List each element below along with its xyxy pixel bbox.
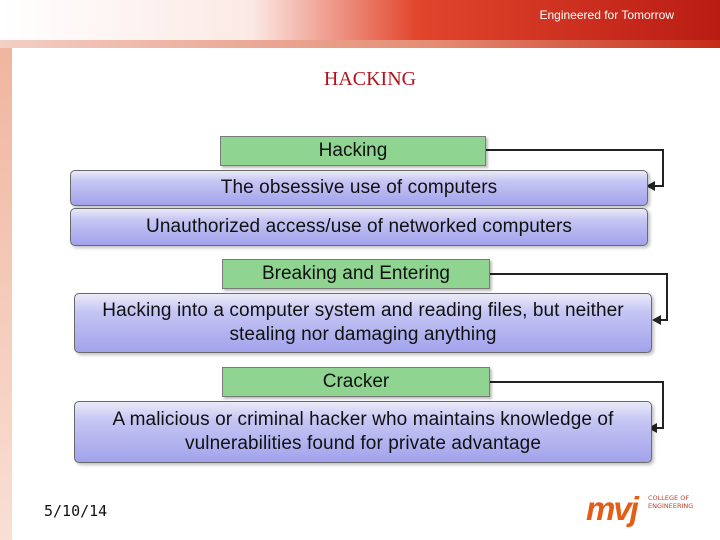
definition-breaking-and-entering: Hacking into a computer system and readi… bbox=[74, 293, 652, 353]
arrowhead-breaking bbox=[652, 315, 661, 325]
definition-unauthorized-access: Unauthorized access/use of networked com… bbox=[70, 208, 648, 246]
definition-cracker: A malicious or criminal hacker who maint… bbox=[74, 401, 652, 463]
logo-mark: mvj bbox=[586, 490, 639, 527]
term-breaking-and-entering: Breaking and Entering bbox=[222, 259, 490, 289]
logo-text: COLLEGE OF ENGINEERING bbox=[648, 494, 694, 510]
term-cracker: Cracker bbox=[222, 367, 490, 397]
header-stripe bbox=[0, 40, 720, 48]
slide-title: HACKING bbox=[323, 68, 417, 90]
logo-text-line-2: ENGINEERING bbox=[648, 501, 694, 510]
definition-obsessive-use: The obsessive use of computers bbox=[70, 170, 648, 206]
slide-date: 5/10/14 bbox=[44, 502, 108, 520]
side-bar bbox=[0, 48, 12, 540]
college-logo: mvj COLLEGE OF ENGINEERING bbox=[586, 488, 696, 528]
header-tagline: Engineered for Tomorrow bbox=[539, 8, 674, 22]
term-hacking: Hacking bbox=[220, 136, 486, 166]
logo-text-line-1: COLLEGE OF bbox=[648, 494, 690, 502]
header-banner: Engineered for Tomorrow bbox=[0, 0, 720, 48]
